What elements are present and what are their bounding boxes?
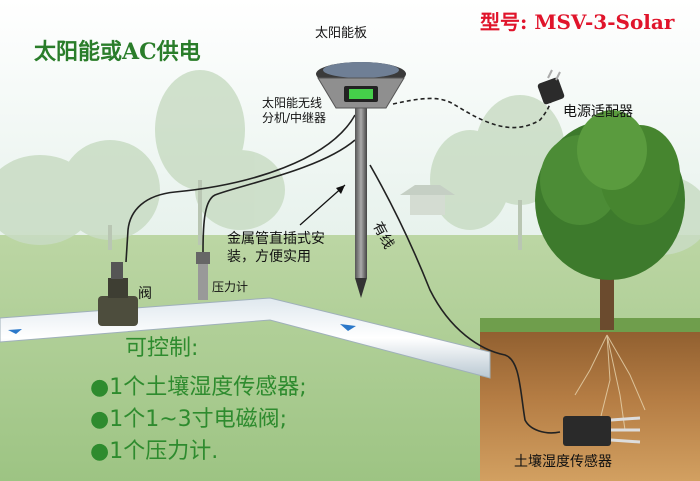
pressure-gauge [196, 252, 210, 300]
solar-panel-label: 太阳能板 [315, 26, 368, 41]
pavilion [400, 185, 455, 215]
install-arrow [299, 184, 346, 226]
controls-heading: 可控制: [125, 336, 199, 361]
model-label: 型号: MSV-3-Solar [480, 10, 675, 34]
control-item: ●1个压力计. [90, 439, 219, 464]
cables [125, 91, 561, 434]
control-item: ●1个土壤湿度传感器; [90, 375, 307, 400]
solenoid-valve [98, 262, 138, 326]
soil-sensor-label: 土壤湿度传感器 [514, 454, 612, 470]
repeater-label-line2: 分机/中继器 [262, 111, 327, 125]
solar-repeater [316, 62, 406, 298]
install-note-line1: 金属管直插式安 [227, 231, 325, 247]
pressure-gauge-label: 压力计 [212, 280, 249, 294]
repeater-label: 太阳能无线 分机/中继器 [262, 96, 326, 126]
power-adapter [537, 69, 565, 105]
tree [535, 110, 685, 431]
soil-moisture-sensor [563, 416, 641, 446]
power-adapter-label: 电源适配器 [563, 104, 633, 120]
repeater-label-line1: 太阳能无线 [262, 96, 323, 110]
install-note: 金属管直插式安 装，方便实用 [227, 230, 325, 266]
install-note-line2: 装，方便实用 [227, 249, 311, 265]
valve-label: 阀 [138, 286, 152, 302]
page-title: 太阳能或AC供电 [34, 39, 201, 65]
soil-cutaway [480, 318, 700, 481]
control-item: ●1个1~3寸电磁阀; [90, 407, 288, 432]
